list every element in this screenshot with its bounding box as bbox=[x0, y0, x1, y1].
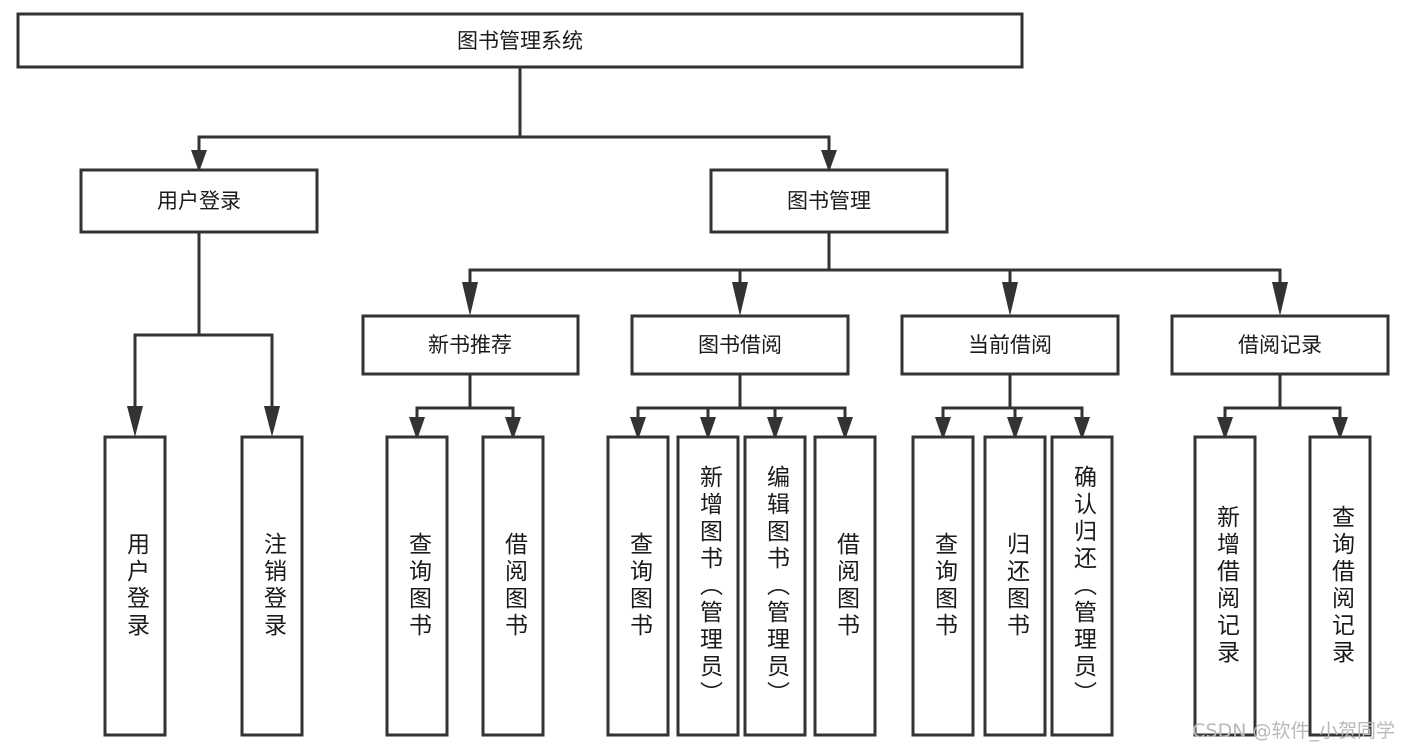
node-book-borrow-label: 图书借阅 bbox=[698, 333, 782, 357]
leaf-box-user-login[interactable] bbox=[103, 435, 167, 737]
node-book-mgmt-box[interactable] bbox=[709, 168, 949, 234]
arrow-to-leaf-br-add bbox=[1217, 417, 1233, 440]
leaf-box-cb-confirm-return[interactable] bbox=[1050, 435, 1114, 737]
node-box-layer: 图书管理系统 用户登录 图书管理 新书推荐 图书借阅 当前借阅 借阅记录 bbox=[16, 12, 1390, 737]
arrow-to-leaf-logout bbox=[264, 406, 280, 437]
leaf-box-bb-add-book[interactable] bbox=[676, 435, 740, 737]
node-borrow-record-box[interactable] bbox=[1170, 314, 1390, 376]
arrow-to-leaf-bb-query bbox=[630, 417, 646, 440]
node-new-book-box[interactable] bbox=[361, 314, 580, 376]
node-user-login-label: 用户登录 bbox=[157, 189, 241, 213]
leaf-box-cb-return-book[interactable] bbox=[983, 435, 1047, 737]
node-new-book-label: 新书推荐 bbox=[428, 333, 512, 357]
arrow-to-leaf-bb-borrow bbox=[837, 417, 853, 440]
leaf-box-bb-borrow-book[interactable] bbox=[813, 435, 877, 737]
arrow-to-book-borrow bbox=[732, 282, 748, 316]
arrowhead-layer bbox=[127, 150, 1348, 440]
node-root-box[interactable] bbox=[16, 12, 1024, 69]
arrow-to-leaf-cb-query bbox=[935, 417, 951, 440]
node-user-login-box[interactable] bbox=[79, 168, 319, 234]
arrow-to-book-mgmt bbox=[821, 150, 837, 172]
arrow-to-leaf-bb-add bbox=[700, 417, 716, 440]
node-borrow-record-label: 借阅记录 bbox=[1238, 333, 1322, 357]
arrow-to-new-book bbox=[462, 282, 478, 316]
leaf-box-cb-query-book[interactable] bbox=[911, 435, 975, 737]
leaf-box-br-add-record[interactable] bbox=[1193, 435, 1257, 737]
csdn-watermark: CSDN @软件_小贺同学 bbox=[1192, 720, 1395, 742]
arrow-to-leaf-cb-confirm bbox=[1074, 417, 1090, 440]
arrow-to-current-borrow bbox=[1002, 282, 1018, 316]
leaf-box-logout[interactable] bbox=[240, 435, 304, 737]
leaf-box-bb-edit-book[interactable] bbox=[743, 435, 807, 737]
arrow-to-leaf-bb-edit bbox=[767, 417, 783, 440]
node-current-borrow-box[interactable] bbox=[900, 314, 1120, 376]
arrow-to-leaf-br-query bbox=[1332, 417, 1348, 440]
arrow-to-leaf-nb-borrow bbox=[505, 417, 521, 440]
leaf-box-br-query-record[interactable] bbox=[1308, 435, 1372, 737]
leaf-box-nb-query-book[interactable] bbox=[385, 435, 449, 737]
arrow-to-user-login bbox=[191, 150, 207, 172]
arrow-to-leaf-cb-return bbox=[1007, 417, 1023, 440]
leaf-box-bb-query-book[interactable] bbox=[606, 435, 670, 737]
node-root-label: 图书管理系统 bbox=[457, 29, 583, 53]
arrow-to-leaf-nb-query bbox=[409, 417, 425, 440]
node-book-mgmt-label: 图书管理 bbox=[787, 189, 871, 213]
arrow-to-leaf-user-login bbox=[127, 406, 143, 437]
node-current-borrow-label: 当前借阅 bbox=[968, 333, 1052, 357]
node-book-borrow-box[interactable] bbox=[630, 314, 850, 376]
arrow-to-borrow-record bbox=[1272, 282, 1288, 316]
leaf-box-nb-borrow-book[interactable] bbox=[481, 435, 545, 737]
